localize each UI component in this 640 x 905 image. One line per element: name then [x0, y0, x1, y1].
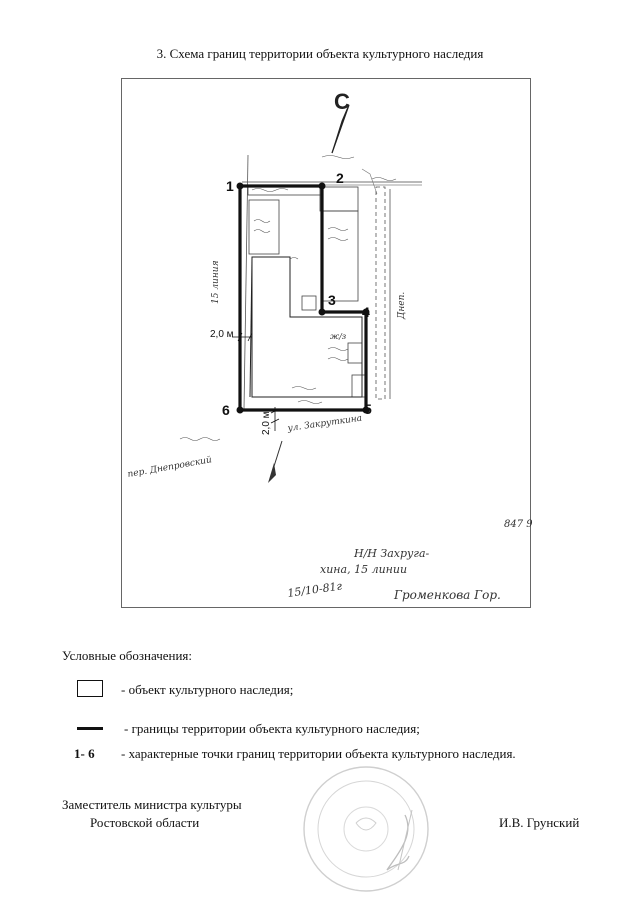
legend-points-text: - характерные точки границ территории об…: [121, 746, 516, 761]
boundary-point-2: 2: [336, 170, 344, 186]
sheet-number-note: 847 9: [504, 519, 532, 530]
survey-date-note: 15/10-81г: [287, 579, 344, 600]
signatory-region: Ростовской области: [90, 815, 200, 830]
lot-note-center: ж/з: [330, 332, 346, 341]
boundary-point-6: 6: [222, 402, 230, 418]
legend-points-symbol: 1- 6: [74, 746, 95, 761]
left-offset-dimension: 2,0 м: [210, 329, 234, 340]
signatory-title: Заместитель министра культуры: [62, 797, 242, 812]
lane-name-left: пер. Днепровский: [127, 455, 213, 480]
south-arrow-icon: [268, 463, 276, 483]
street-name-right: Днеп.: [397, 292, 407, 320]
legend-boundary-text: - границы территории объекта культурного…: [124, 721, 420, 736]
legend-object-symbol: [77, 680, 103, 697]
official-seal-icon: [303, 766, 429, 892]
page-title: 3. Схема границ территории объекта культ…: [156, 46, 484, 61]
site-plan-frame: С 1 2 3 4: [121, 78, 532, 608]
boundary-point-3: 3: [328, 292, 336, 308]
north-label: С: [334, 89, 350, 114]
legend-title: Условные обозначения:: [62, 648, 193, 663]
bottom-offset-dimension: 2,0 м: [261, 411, 272, 435]
boundary-point-4: 4: [362, 304, 370, 320]
street-name-bottom: ул. Закруткина: [286, 414, 363, 434]
street-name-left: 15 линия: [211, 260, 221, 304]
site-plan-drawing: С 1 2 3 4: [127, 89, 532, 602]
survey-title-note-2: хина, 15 линии: [320, 563, 407, 576]
survey-title-note-1: Н/Н Захруга-: [353, 547, 430, 560]
boundary-point-1: 1: [226, 178, 234, 194]
survey-author-note: Громенкова Гор.: [393, 588, 501, 602]
boundary-point-5: 5: [364, 401, 372, 417]
heritage-object-outline: [251, 256, 363, 398]
signatory-name: И.В. Грунский: [499, 815, 580, 830]
legend-boundary-symbol: [77, 727, 103, 730]
legend-object-text: - объект культурного наследия;: [121, 682, 294, 697]
